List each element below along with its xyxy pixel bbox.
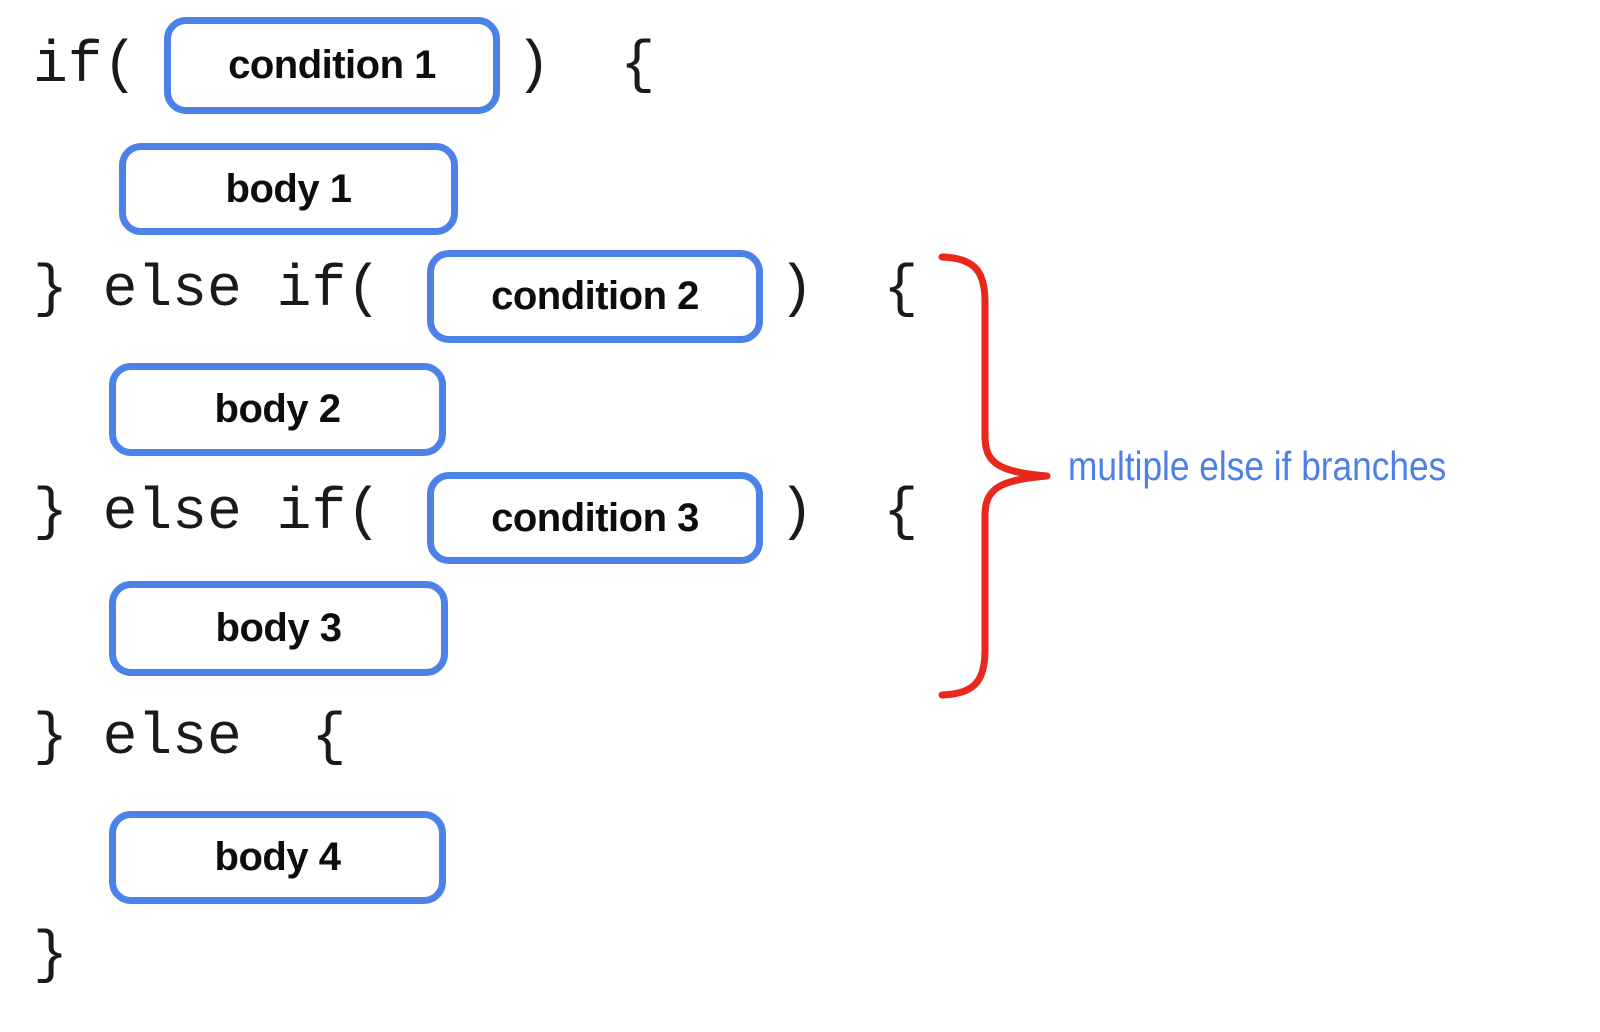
code-if-open: if(: [33, 34, 138, 99]
code-elseif-2-open: } else if(: [33, 481, 382, 546]
box-body-2[interactable]: body 2: [109, 363, 446, 456]
box-body-3[interactable]: body 3: [109, 581, 448, 676]
box-condition-2[interactable]: condition 2: [427, 250, 763, 343]
box-body-1[interactable]: body 1: [119, 143, 458, 235]
box-condition-1-label: condition 1: [228, 43, 436, 87]
annotation-multiple-else-if: multiple else if branches: [1068, 443, 1447, 489]
box-body-4[interactable]: body 4: [109, 811, 446, 904]
code-block-end: }: [33, 924, 68, 989]
code-elseif-1-close: ) {: [779, 258, 919, 323]
box-condition-1[interactable]: condition 1: [164, 17, 500, 114]
box-body-4-label: body 4: [214, 835, 341, 879]
code-else-open: } else {: [33, 706, 347, 771]
box-body-1-label: body 1: [225, 166, 352, 211]
box-body-2-label: body 2: [214, 387, 341, 431]
box-condition-3[interactable]: condition 3: [427, 472, 763, 564]
brace-group: [925, 240, 1070, 705]
box-body-3-label: body 3: [215, 606, 342, 650]
red-curly-brace-icon: [938, 253, 1051, 699]
code-elseif-2-close: ) {: [779, 481, 919, 546]
code-if-close: ) {: [516, 34, 656, 99]
box-condition-3-label: condition 3: [491, 495, 699, 540]
code-elseif-1-open: } else if(: [33, 258, 382, 323]
box-condition-2-label: condition 2: [491, 274, 699, 318]
